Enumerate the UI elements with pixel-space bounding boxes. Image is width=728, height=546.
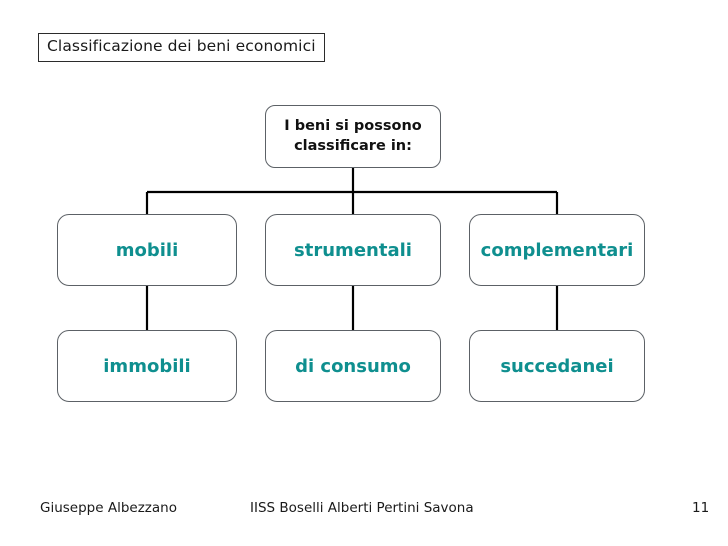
page-title: Classificazione dei beni economici [38,33,325,63]
node-root: I beni si possono classificare in: [265,105,441,168]
footer-author: Giuseppe Albezzano [40,500,177,516]
node-complementari: complementari [469,214,645,286]
node-root-line1: I beni si possono [284,117,422,134]
footer-school: IISS Boselli Alberti Pertini Savona [250,500,474,516]
node-strumentali: strumentali [265,214,441,286]
node-root-text: I beni si possono classificare in: [284,117,422,156]
node-root-line2: classificare in: [294,137,412,154]
node-di-consumo: di consumo [265,330,441,402]
footer-page-number: 11 [692,500,710,516]
node-immobili: immobili [57,330,237,402]
node-mobili: mobili [57,214,237,286]
node-succedanei: succedanei [469,330,645,402]
